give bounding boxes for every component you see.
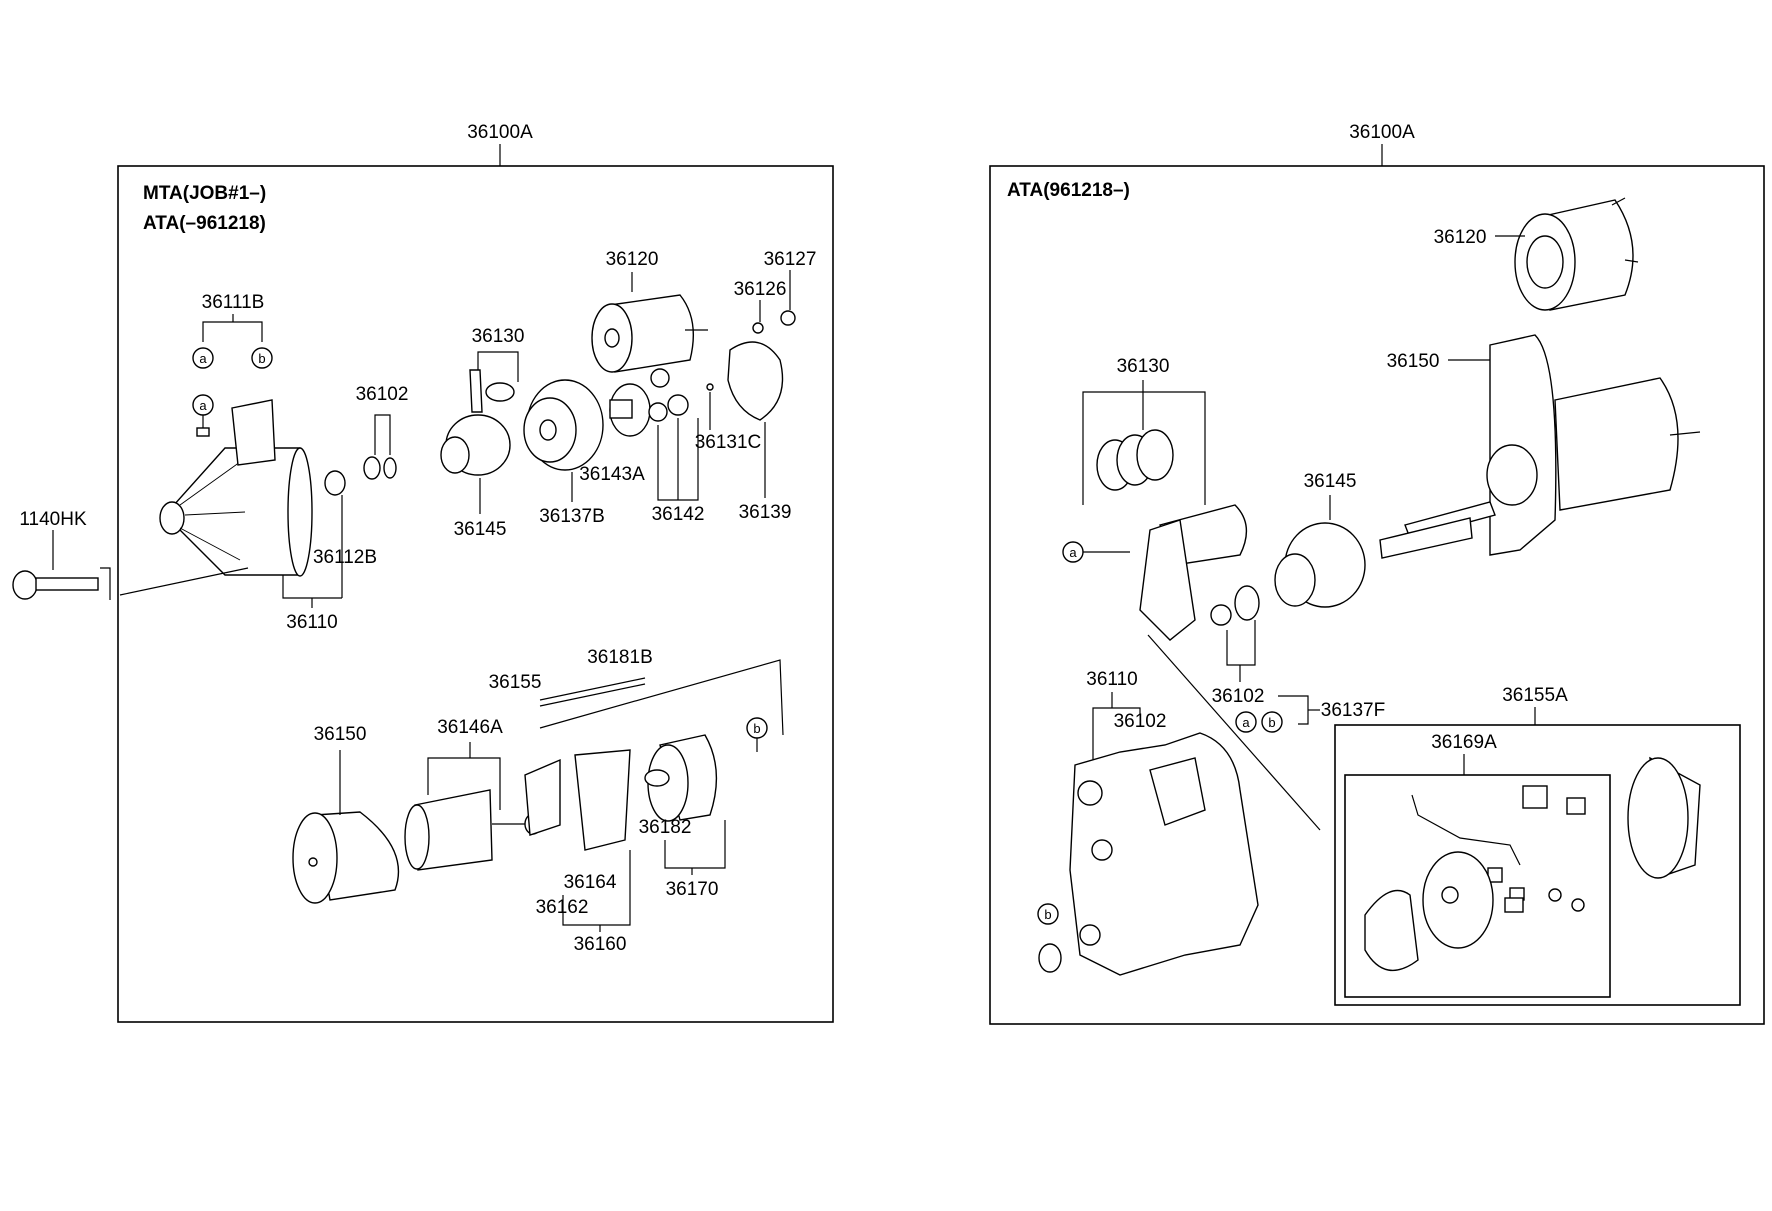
pin-icon [706, 383, 714, 391]
label-right-36102b: 36102 [1114, 711, 1167, 732]
callout-a-text-right: a [1069, 545, 1077, 560]
label-right-36120: 36120 [1434, 227, 1487, 248]
label-36142: 36142 [652, 504, 705, 525]
planet-gear-icon-2 [667, 394, 689, 416]
label-right-36130: 36130 [1117, 356, 1170, 377]
right-panel-frame [989, 165, 1765, 1025]
return-spring-drawing [1096, 429, 1174, 491]
label-36112B: 36112B [313, 547, 377, 568]
callout-b-circle-right [1261, 711, 1283, 733]
front-housing-drawing [119, 399, 313, 596]
label-right-36150: 36150 [1387, 351, 1440, 372]
label-36143A: 36143A [579, 464, 645, 485]
label-36120: 36120 [606, 249, 659, 270]
label-36110: 36110 [286, 612, 337, 633]
right-header-ata: ATA(961218–) [1007, 180, 1130, 201]
label-36160: 36160 [574, 934, 627, 955]
label-36155: 36155 [489, 672, 542, 693]
label-36126: 36126 [734, 279, 787, 300]
label-36139: 36139 [739, 502, 792, 523]
label-1140HK: 1140HK [19, 509, 87, 530]
callout-a-text: a [199, 351, 207, 366]
planet-gear-icon-3 [648, 402, 668, 422]
label-36102: 36102 [356, 384, 409, 405]
end-frame-drawing [644, 734, 718, 822]
label-36182: 36182 [639, 817, 692, 838]
callout-a-circle [192, 347, 214, 369]
callout-b-circle [251, 347, 273, 369]
callout-b-text: b [258, 351, 265, 366]
callout-b-circle-right-2 [1037, 903, 1059, 925]
callout-b-text-right-2: b [1044, 907, 1051, 922]
label-right-36102a: 36102 [1212, 686, 1265, 707]
label-36127: 36127 [764, 249, 817, 270]
label-36130: 36130 [472, 326, 525, 347]
left-panel: 36100A MTA(JOB#1–) ATA(–961218) 36111B a… [117, 122, 834, 1023]
bolt-1140HK: 1140HK [12, 509, 111, 600]
callout-b-text-right: b [1268, 715, 1275, 730]
left-panel-frame [117, 165, 834, 1023]
planet-gear-icon [650, 368, 670, 388]
shift-lever-icon [469, 369, 483, 413]
label-right-36169A: 36169A [1431, 732, 1497, 753]
callout-a-text-2: a [199, 398, 207, 413]
brush-box-36155A [1334, 724, 1741, 1006]
left-header-mta: MTA(JOB#1–) [143, 183, 266, 204]
bracket-ring-icon [727, 341, 784, 421]
nut-36127-icon [780, 310, 796, 326]
pinion-right-drawing [1274, 517, 1473, 608]
snap-ring-icon [1210, 604, 1232, 626]
left-header-ata: ATA(–961218) [143, 213, 266, 234]
left-assembly-number: 36100A [467, 122, 533, 143]
solenoid-drawing [591, 294, 708, 373]
label-36170: 36170 [666, 879, 719, 900]
shift-lever-right-icon [1139, 519, 1196, 641]
through-bolt-icon [539, 677, 646, 701]
brush-kit-drawing [1364, 785, 1586, 972]
label-36150: 36150 [314, 724, 367, 745]
label-right-36137F: 36137F [1321, 700, 1385, 721]
label-right-36110: 36110 [1086, 669, 1137, 690]
callout-a-text-right-2: a [1242, 715, 1250, 730]
yoke-right-drawing [1404, 334, 1701, 556]
bushing-right-icon [1038, 943, 1062, 973]
label-36145: 36145 [454, 519, 507, 540]
planetary-gear-drawing [523, 379, 604, 471]
shaft-drawing [609, 383, 651, 437]
label-36181B: 36181B [587, 647, 653, 668]
brush-box-36169A [1344, 774, 1611, 998]
label-36146A: 36146A [437, 717, 503, 738]
brush-holder-icon [574, 749, 631, 851]
right-panel: 36100A ATA(961218–) 36120 36150 36130 [989, 122, 1765, 1025]
label-36162: 36162 [536, 897, 589, 918]
label-36164: 36164 [564, 872, 617, 893]
screw-icon [196, 427, 210, 437]
label-right-36155A: 36155A [1502, 685, 1568, 706]
label-right-36145: 36145 [1304, 471, 1357, 492]
stop-collar-icon [1234, 585, 1260, 621]
callout-b-text-2: b [753, 721, 760, 736]
solenoid-right-drawing [1514, 197, 1639, 311]
bolt-head-icon [12, 570, 38, 600]
washer-icon-2 [383, 457, 397, 479]
yoke-drawing [292, 811, 400, 904]
label-36111B: 36111B [202, 292, 265, 313]
pinion-clutch-drawing [440, 414, 511, 476]
armature-drawing [404, 789, 542, 871]
label-36137B: 36137B [539, 506, 605, 527]
brush-plate-icon [524, 758, 561, 836]
end-cap-right-drawing [1627, 756, 1701, 879]
front-housing-right-drawing [1069, 732, 1259, 976]
washer-36126-icon [752, 322, 764, 334]
right-assembly-number: 36100A [1349, 122, 1415, 143]
washer-icon [363, 456, 381, 480]
callout-a-circle-right-2 [1235, 711, 1257, 733]
bushing-icon [324, 470, 346, 496]
label-36131C: 36131C [695, 432, 762, 453]
